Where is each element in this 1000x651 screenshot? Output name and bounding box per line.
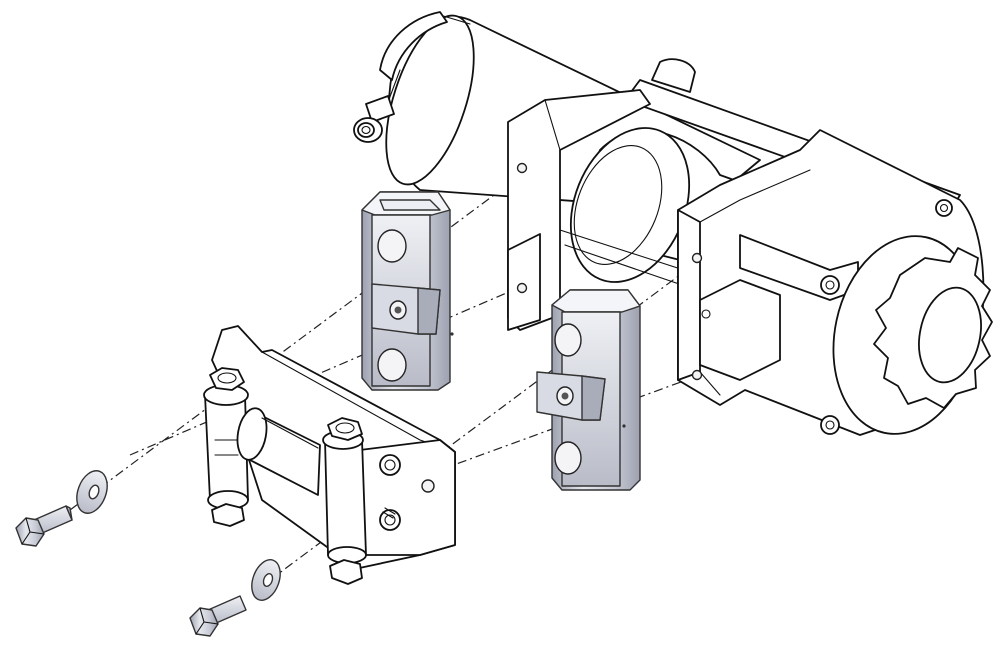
housing-bolt-lower (820, 415, 840, 435)
fairlead-stud-nut-upper (379, 454, 401, 476)
hex-bolt-upper (15, 505, 73, 547)
channel-upper-hole-top (377, 229, 407, 263)
flat-washer-lower (251, 559, 281, 601)
hex-bolt-lower (189, 595, 247, 637)
roller-fairlead (203, 325, 456, 585)
bolt-hole-lower-right (691, 369, 703, 381)
channel-lower-hole-top (554, 323, 582, 357)
channel-lower-hole-bottom (554, 441, 582, 475)
vertical-roller-right (322, 417, 367, 585)
tie-rod-cap (651, 58, 696, 93)
horizontal-roller (236, 407, 321, 496)
winch-end-plate-left (507, 89, 651, 331)
bolt-hole-upper-left (516, 162, 528, 174)
winch-motor-assembly (353, 11, 993, 436)
bolt-hole-upper-right (691, 252, 703, 264)
bolt-hole-lower-left (516, 282, 528, 294)
vertical-roller-left (203, 367, 249, 527)
channel-upper-hole-bottom (377, 348, 407, 382)
mounting-channel-lower (536, 289, 641, 491)
flat-washer-upper (76, 470, 108, 514)
fairlead-mount-hole (421, 479, 435, 493)
housing-bolt-upper (935, 199, 953, 217)
fairlead-stud-nut-lower (379, 509, 401, 531)
mounting-channel-upper (361, 191, 454, 391)
motor-terminal-bolt (353, 117, 383, 143)
clutch-knob (832, 235, 993, 435)
